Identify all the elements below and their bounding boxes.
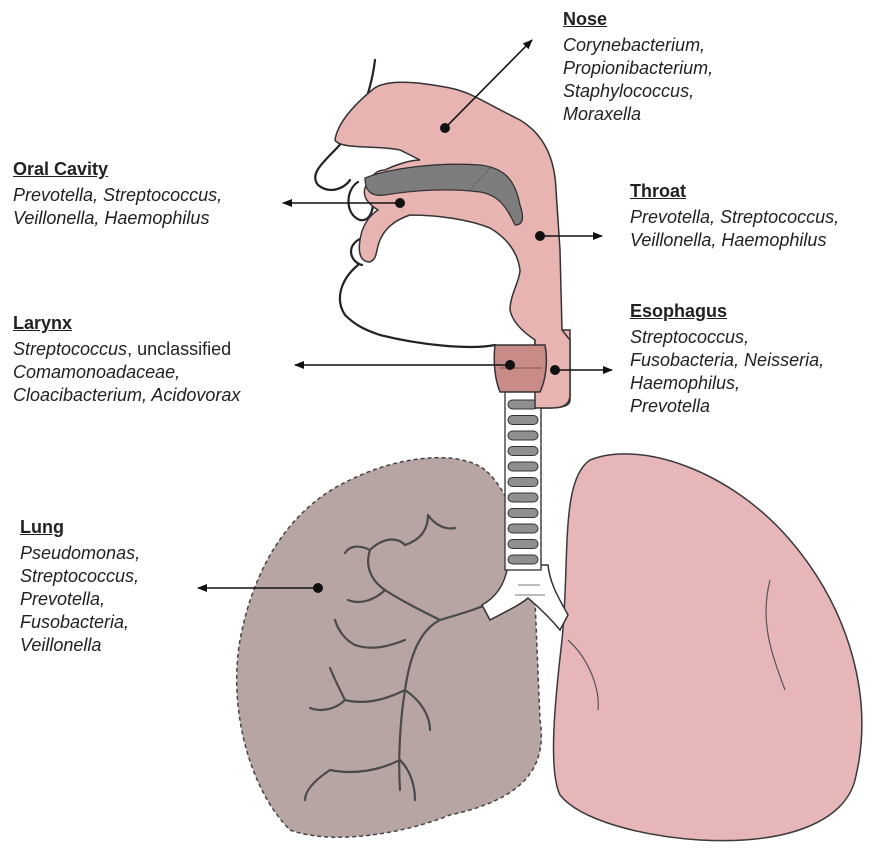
label-lung-line: Streptococcus, [20,565,140,588]
label-oral-cavity: Oral Cavity Prevotella, Streptococcus, V… [13,158,222,230]
cartilage-ring [508,524,538,533]
trachea-cartilage-rings [508,400,538,564]
label-lung-line: Pseudomonas, [20,542,140,565]
label-throat-line: Prevotella, Streptococcus, [630,206,839,229]
label-lung-line: Veillonella [20,634,140,657]
label-esophagus: Esophagus Streptococcus, Fusobacteria, N… [630,300,824,418]
cartilage-ring [508,416,538,425]
cartilage-ring [508,400,538,409]
label-nose-line: Staphylococcus, [563,80,713,103]
cartilage-ring [508,493,538,502]
label-nose: Nose Corynebacterium, Propionibacterium,… [563,8,713,126]
label-lung: Lung Pseudomonas, Streptococcus, Prevote… [20,516,140,657]
label-oral-cavity-line: Veillonella, Haemophilus [13,207,222,230]
label-throat-line: Veillonella, Haemophilus [630,229,839,252]
label-lung-title: Lung [20,516,140,539]
label-larynx-title: Larynx [13,312,240,335]
label-esophagus-line: Fusobacteria, Neisseria, [630,349,824,372]
label-nose-line: Corynebacterium, [563,34,713,57]
cartilage-ring [508,509,538,518]
cartilage-ring [508,540,538,549]
label-oral-cavity-title: Oral Cavity [13,158,222,181]
label-larynx-unclassified: , unclassified [127,339,231,359]
cartilage-ring [508,462,538,471]
label-esophagus-line: Haemophilus, [630,372,824,395]
label-esophagus-line: Streptococcus, [630,326,824,349]
label-larynx: Larynx Streptococcus, unclassified Comam… [13,312,240,407]
right-lung [554,454,862,841]
label-nose-line: Moraxella [563,103,713,126]
cartilage-ring [508,478,538,487]
label-lung-line: Fusobacteria, [20,611,140,634]
label-throat-title: Throat [630,180,839,203]
label-esophagus-title: Esophagus [630,300,824,323]
label-larynx-genus: Streptococcus [13,339,127,359]
label-larynx-line: Comamonoadaceae, [13,361,240,384]
label-nose-title: Nose [563,8,713,31]
cartilage-ring [508,431,538,440]
cartilage-ring [508,447,538,456]
label-esophagus-line: Prevotella [630,395,824,418]
label-oral-cavity-line: Prevotella, Streptococcus, [13,184,222,207]
label-larynx-line: Cloacibacterium, Acidovorax [13,384,240,407]
label-throat: Throat Prevotella, Streptococcus, Veillo… [630,180,839,252]
label-lung-line: Prevotella, [20,588,140,611]
left-lung [237,458,542,838]
label-nose-line: Propionibacterium, [563,57,713,80]
cartilage-ring [508,555,538,564]
